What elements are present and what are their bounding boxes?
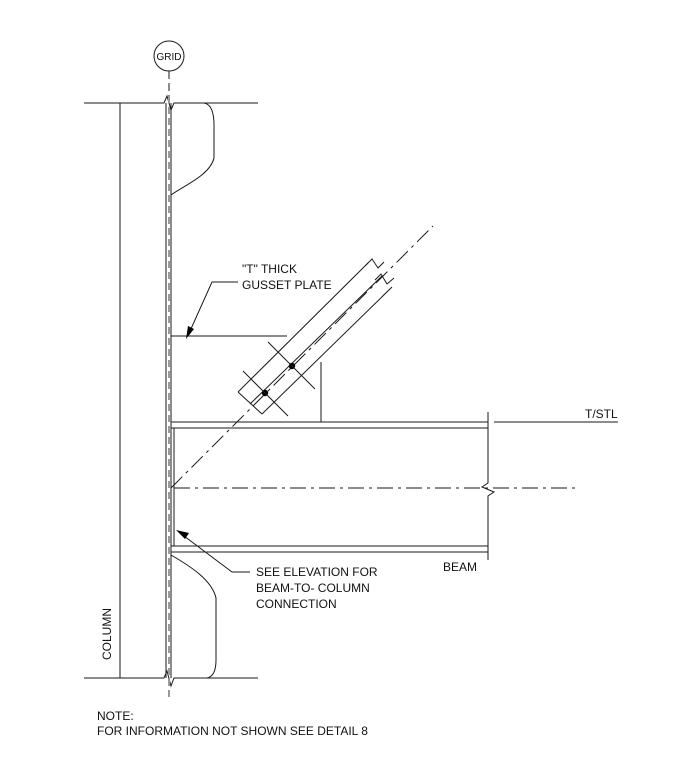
gusset-plate <box>171 335 322 422</box>
column-section-upper <box>170 102 215 196</box>
column-bottom-break-line <box>84 669 258 688</box>
brace-member <box>237 258 395 415</box>
beam <box>171 412 496 560</box>
beam-label: BEAM <box>443 560 477 574</box>
elevation-label-line2: BEAM-TO- COLUMN <box>256 581 370 595</box>
elevation-label-line1: SEE ELEVATION FOR <box>256 565 378 579</box>
tstl-label: T/STL <box>585 407 618 421</box>
note-text: FOR INFORMATION NOT SHOWN SEE DETAIL 8 <box>97 724 368 738</box>
grid-label: GRID <box>157 52 182 63</box>
note-title: NOTE: <box>97 709 134 723</box>
column-section-lower <box>170 554 217 679</box>
brace-workline <box>170 225 434 489</box>
column-label: COLUMN <box>100 608 114 660</box>
gusset-leader <box>186 281 238 339</box>
elevation-leader <box>176 530 250 573</box>
grid-marker: GRID <box>153 40 185 96</box>
gusset-label-line2: GUSSET PLATE <box>242 278 332 292</box>
gusset-label-line1: "T" THICK <box>242 262 297 276</box>
elevation-label-line3: CONNECTION <box>256 597 337 611</box>
bolts <box>242 341 316 417</box>
